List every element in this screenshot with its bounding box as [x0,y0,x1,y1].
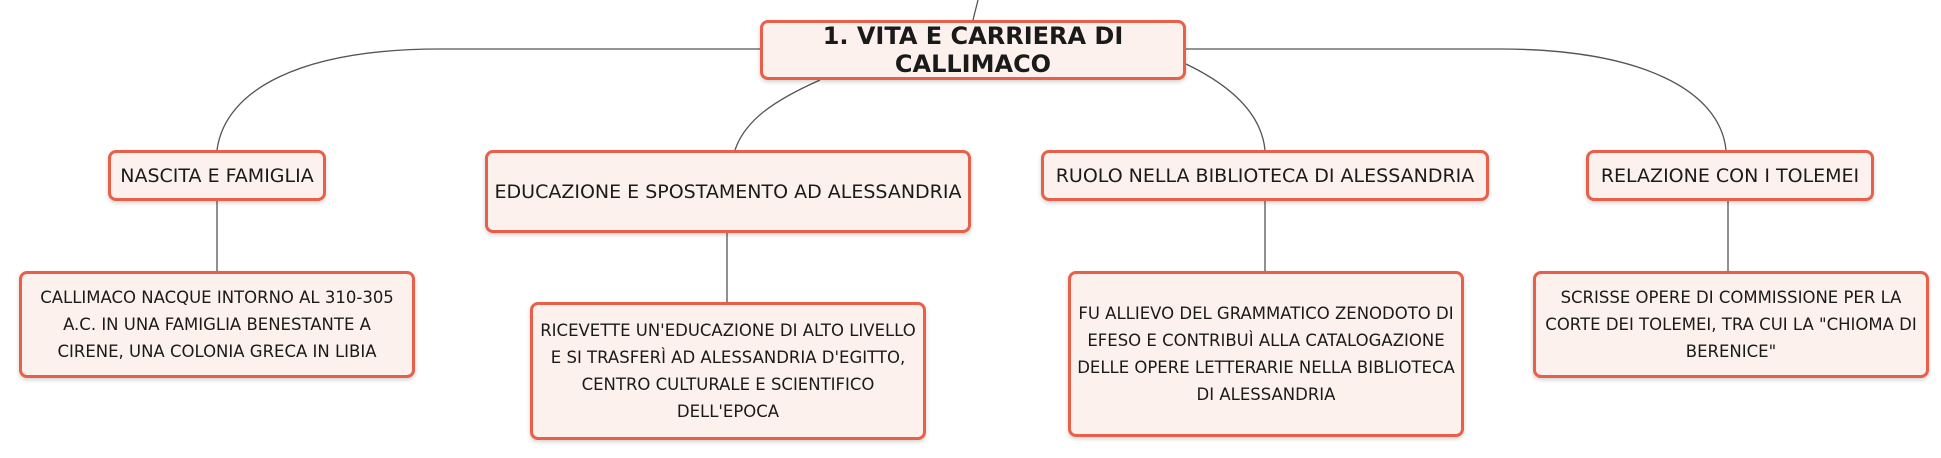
root-node[interactable]: 1. VITA E CARRIERA DI CALLIMACO [760,20,1186,80]
detail-text: SCRISSE OPERE DI COMMISSIONE PER LA CORT… [1545,288,1917,361]
connector-parent [972,0,979,21]
detail-nascita-e-famiglia[interactable]: CALLIMACO NACQUE INTORNO AL 310-305 A.C.… [19,271,415,378]
topic-label: NASCITA E FAMIGLIA [120,164,314,187]
detail-text: CALLIMACO NACQUE INTORNO AL 310-305 A.C.… [40,288,394,361]
topic-label: RELAZIONE CON I TOLEMEI [1600,164,1860,187]
connector-root-nascita [216,48,760,151]
topic-relazione-tolemei[interactable]: RELAZIONE CON I TOLEMEI [1586,150,1874,201]
topic-label: RUOLO NELLA BIBLIOTECA DI ALESSANDRIA [1055,164,1475,187]
detail-text: FU ALLIEVO DEL GRAMMATICO ZENODOTO DI EF… [1077,304,1455,404]
connector-root-educazione [734,79,821,151]
detail-relazione-tolemei[interactable]: SCRISSE OPERE DI COMMISSIONE PER LA CORT… [1533,271,1929,378]
detail-text: RICEVETTE UN'EDUCAZIONE DI ALTO LIVELLO … [540,321,916,421]
detail-educazione[interactable]: RICEVETTE UN'EDUCAZIONE DI ALTO LIVELLO … [530,302,926,440]
connector-root-ruolo [1185,63,1266,151]
topic-educazione[interactable]: EDUCAZIONE E SPOSTAMENTO AD ALESSANDRIA [485,150,971,233]
topic-nascita-e-famiglia[interactable]: NASCITA E FAMIGLIA [108,150,326,201]
connector-root-relazione [1186,48,1727,151]
topic-ruolo-biblioteca[interactable]: RUOLO NELLA BIBLIOTECA DI ALESSANDRIA [1041,150,1489,201]
topic-label: EDUCAZIONE E SPOSTAMENTO AD ALESSANDRIA [494,180,962,203]
detail-ruolo-biblioteca[interactable]: FU ALLIEVO DEL GRAMMATICO ZENODOTO DI EF… [1068,271,1464,437]
root-label: 1. VITA E CARRIERA DI CALLIMACO [822,22,1124,78]
